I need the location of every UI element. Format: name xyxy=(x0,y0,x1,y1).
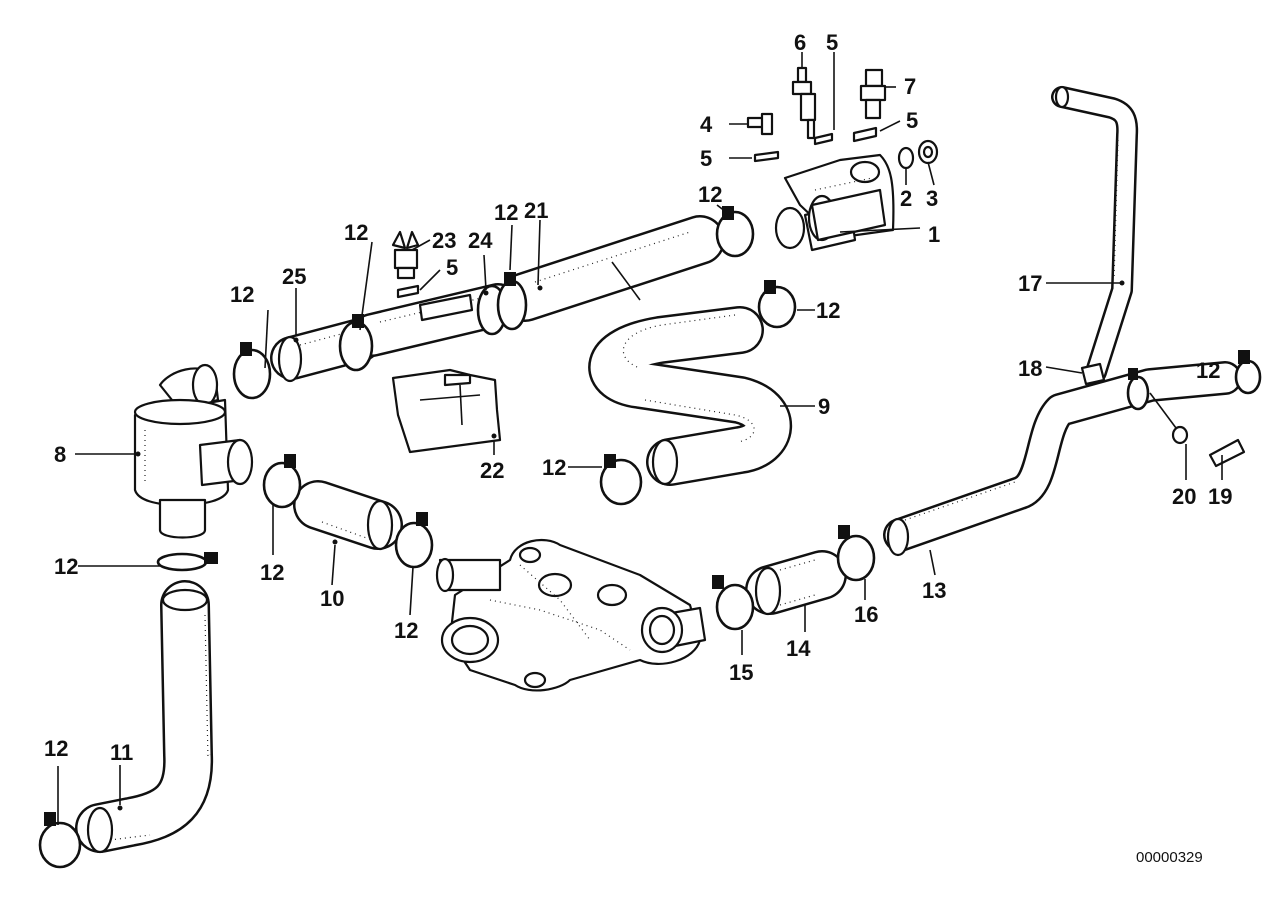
callout-12: 12 xyxy=(698,182,722,207)
hose-clamp xyxy=(599,454,643,506)
pipe-17 xyxy=(1051,85,1139,383)
hose-clamp xyxy=(1126,368,1150,411)
hose-clamp xyxy=(38,812,82,869)
callout-5: 5 xyxy=(826,30,838,55)
hose-14 xyxy=(745,550,847,616)
callout-10: 10 xyxy=(320,586,344,611)
hose-clamp xyxy=(757,280,797,329)
hose-clamp xyxy=(156,552,218,572)
hose-11 xyxy=(75,580,214,854)
callout-17: 17 xyxy=(1018,271,1042,296)
hose-clamp xyxy=(232,342,272,400)
cap-nut-3 xyxy=(917,139,939,165)
callout-12: 12 xyxy=(494,200,518,225)
hose-10 xyxy=(293,480,403,551)
temperature-sensor-23 xyxy=(391,230,420,280)
callout-8: 8 xyxy=(54,442,66,467)
screw-19 xyxy=(1208,438,1246,468)
callout-24: 24 xyxy=(468,228,493,253)
callout-20: 20 xyxy=(1172,484,1196,509)
water-pump xyxy=(435,538,707,692)
callout-labels: 1 2 3 4 5 5 5 5 6 7 8 9 10 11 12 12 12 1… xyxy=(44,30,1232,765)
callout-15: 15 xyxy=(729,660,753,685)
callout-12: 12 xyxy=(230,282,254,307)
callout-23: 23 xyxy=(432,228,456,253)
callout-13: 13 xyxy=(922,578,946,603)
hose-9 xyxy=(588,306,793,486)
callout-21: 21 xyxy=(524,198,548,223)
hose-clamp xyxy=(338,314,374,372)
callout-6: 6 xyxy=(794,30,806,55)
pipe-13 xyxy=(883,361,1242,557)
sealing-ring-2 xyxy=(897,146,915,170)
callout-9: 9 xyxy=(818,394,830,419)
leader-lines xyxy=(57,52,1223,825)
callout-5: 5 xyxy=(446,255,458,280)
sealing-ring-5 xyxy=(396,126,878,299)
hose-clamp xyxy=(476,272,528,336)
callout-7: 7 xyxy=(904,74,916,99)
coolant-housing-1 xyxy=(774,153,895,252)
hose-clamp xyxy=(262,454,302,509)
callout-4: 4 xyxy=(700,112,713,137)
callout-5: 5 xyxy=(906,108,918,133)
callout-12: 12 xyxy=(44,736,68,761)
callout-16: 16 xyxy=(854,602,878,627)
callout-18: 18 xyxy=(1018,356,1042,381)
callout-12: 12 xyxy=(394,618,418,643)
document-number: 00000329 xyxy=(1136,849,1203,866)
callout-12: 12 xyxy=(816,298,840,323)
callout-22: 22 xyxy=(480,458,504,483)
nut-20 xyxy=(1171,425,1189,445)
callout-12: 12 xyxy=(542,455,566,480)
callout-14: 14 xyxy=(786,636,811,661)
temperature-switch-7 xyxy=(859,68,887,120)
hose-clamp-16 xyxy=(836,525,876,582)
thermostat-housing-8 xyxy=(133,363,254,539)
hose-clamp-15 xyxy=(712,575,755,631)
callout-25: 25 xyxy=(282,264,306,289)
callout-1: 1 xyxy=(928,222,940,247)
clip-18 xyxy=(1080,362,1106,386)
callout-3: 3 xyxy=(926,186,938,211)
callout-12: 12 xyxy=(260,560,284,585)
heat-shield-22 xyxy=(391,368,502,454)
callout-11: 11 xyxy=(110,740,133,765)
callout-5: 5 xyxy=(700,146,712,171)
callout-12: 12 xyxy=(54,554,78,579)
hose-clamp xyxy=(1234,350,1262,395)
callout-2: 2 xyxy=(900,186,912,211)
hose-21 xyxy=(500,215,725,322)
callout-12: 12 xyxy=(344,220,368,245)
callout-19: 19 xyxy=(1208,484,1232,509)
hose-clamp xyxy=(715,206,755,258)
hose-clamp xyxy=(394,512,434,569)
sensor-boss xyxy=(418,293,474,322)
bleeder-screw-4 xyxy=(746,112,774,136)
callout-12: 12 xyxy=(1196,358,1220,383)
temperature-sensor-6 xyxy=(791,66,817,140)
